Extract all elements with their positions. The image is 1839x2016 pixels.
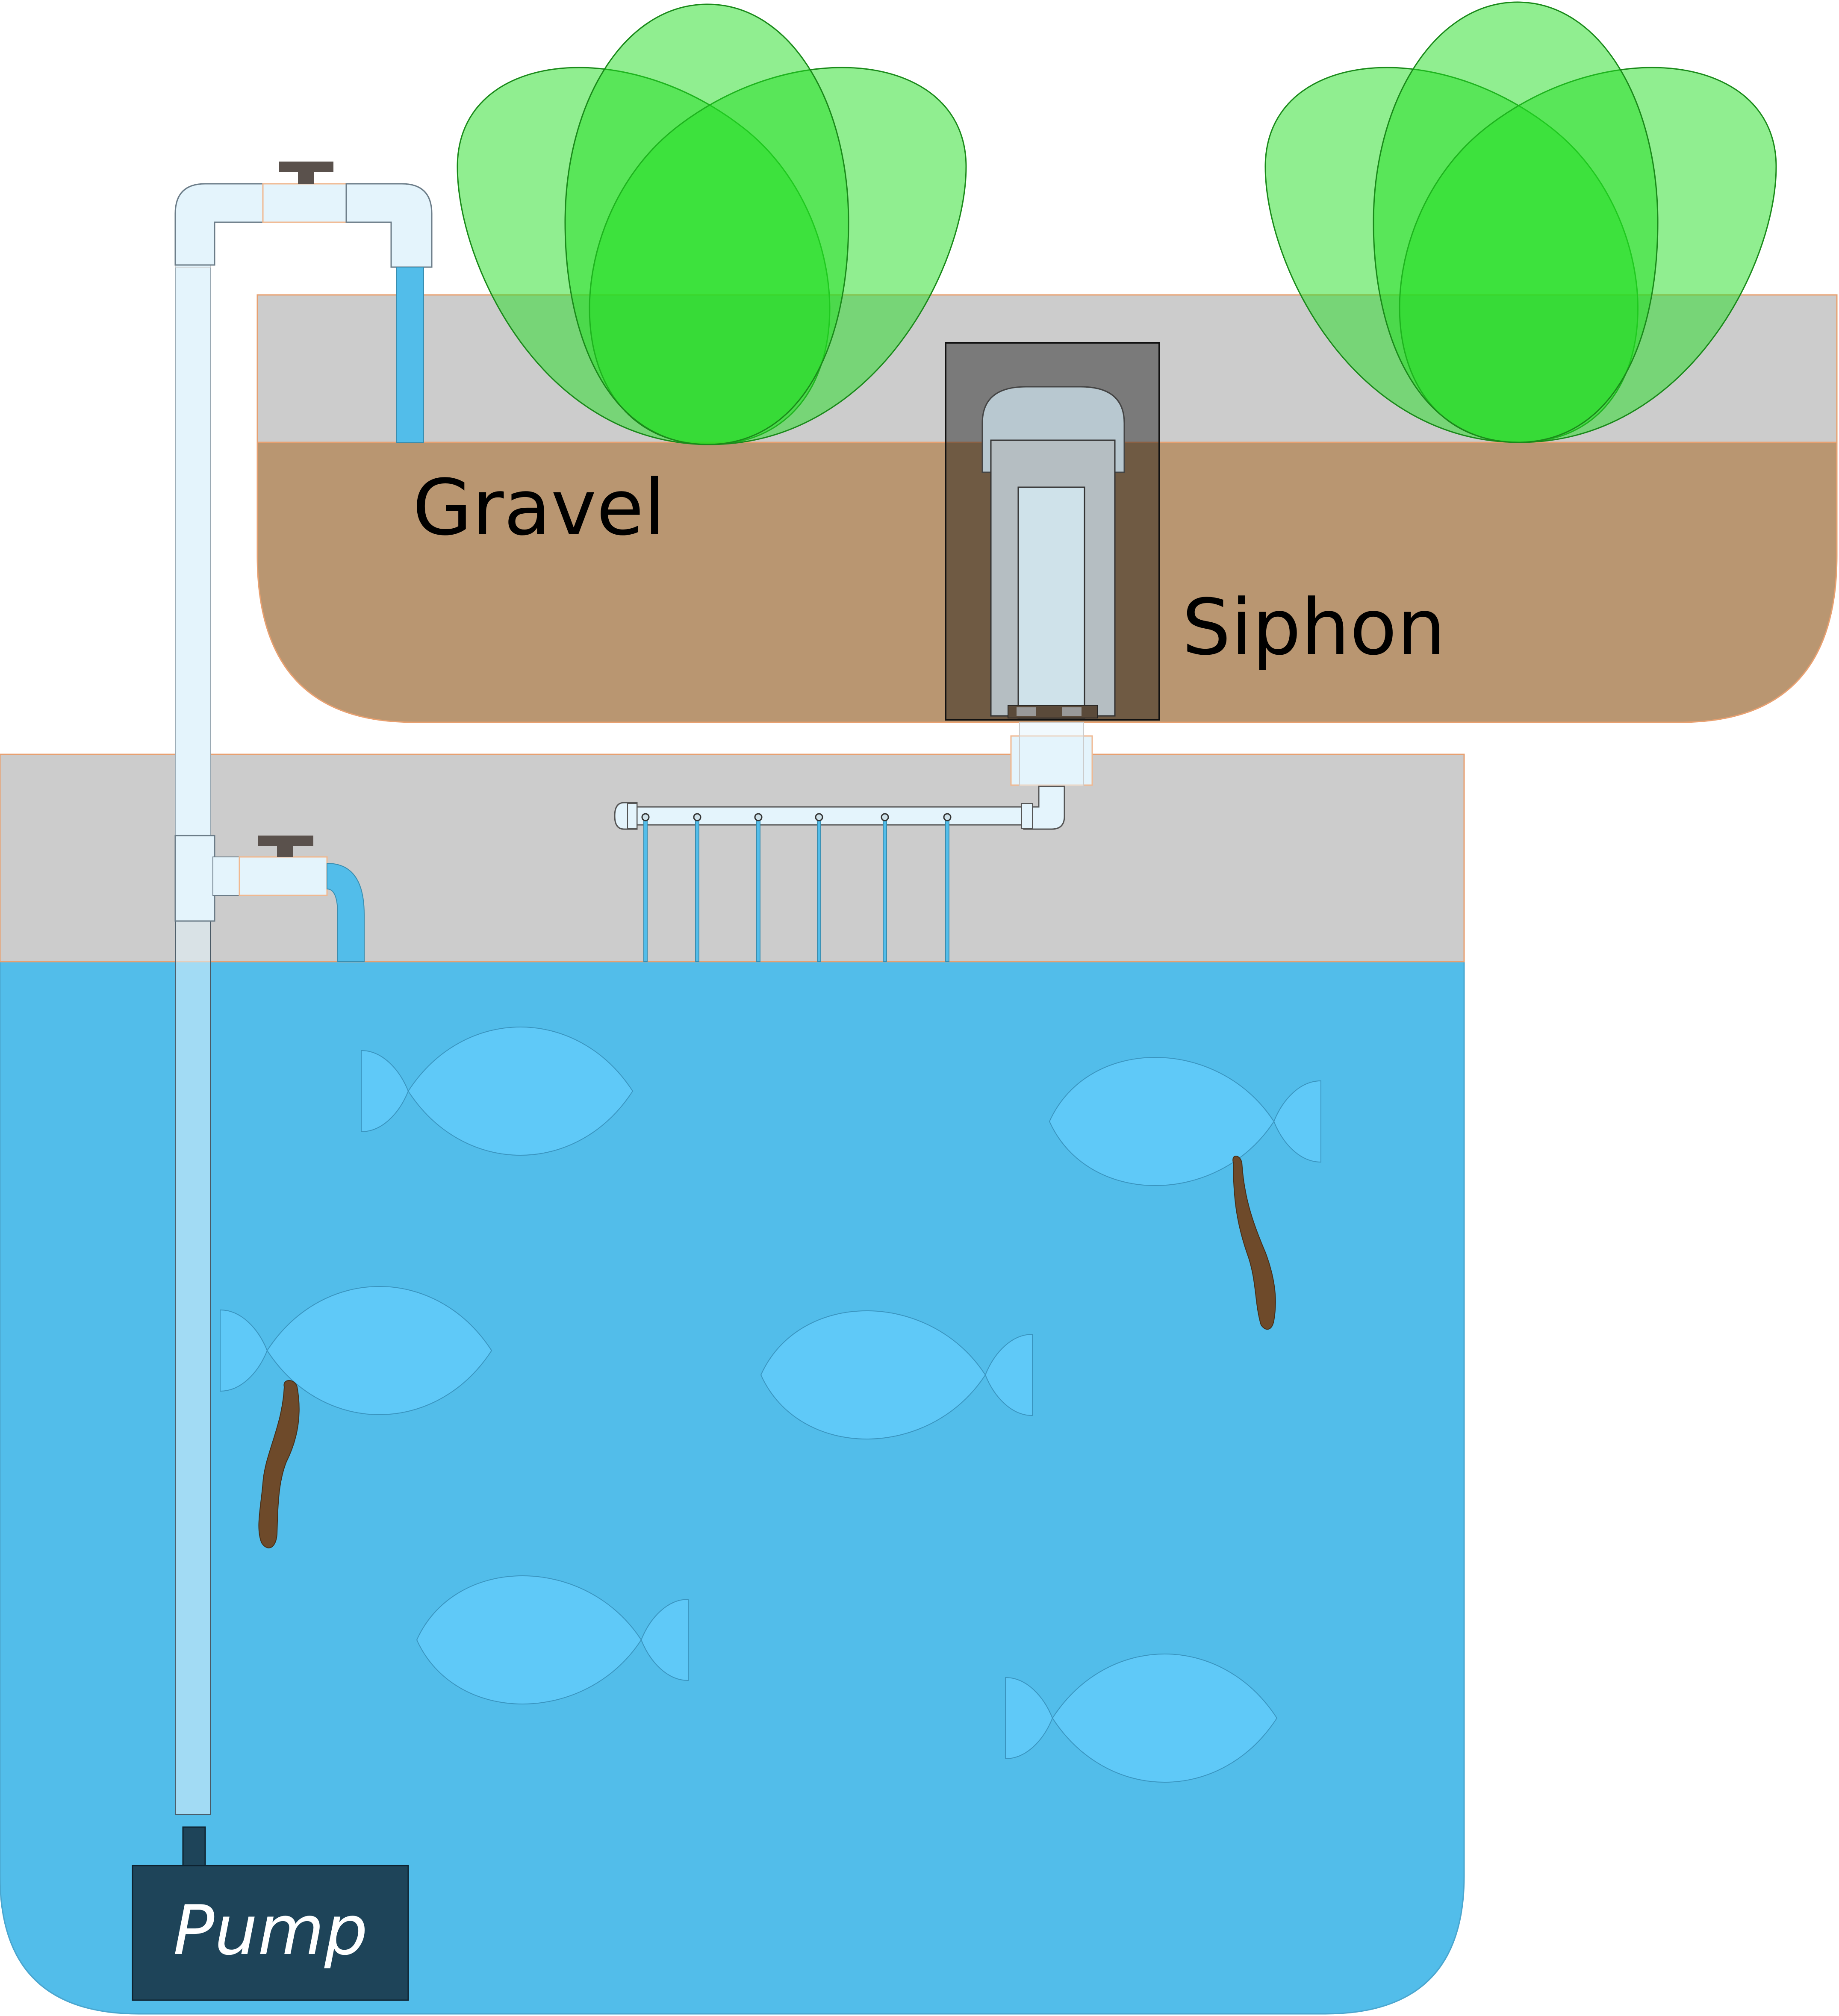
valve-icon	[279, 162, 333, 184]
fish-group	[220, 1027, 1321, 1783]
top-elbow-left	[174, 183, 264, 266]
spray-bar-pipe	[623, 806, 1029, 826]
fish-icon	[760, 1310, 1033, 1439]
plant-icon	[457, 3, 967, 445]
plant-icon	[1264, 1, 1777, 443]
fish-icon	[361, 1027, 634, 1156]
worm-icon	[1232, 1156, 1276, 1330]
siphon-standpipe	[1017, 486, 1085, 719]
fish-icon	[1049, 1057, 1321, 1186]
worm-icon	[258, 1380, 300, 1548]
bell-siphon	[945, 342, 1160, 721]
riser-pipe-lower	[175, 918, 211, 1815]
worm-group	[258, 1156, 1276, 1548]
bypass-tee	[174, 835, 215, 922]
riser-pipe-upper	[175, 230, 211, 838]
spray-bar	[614, 802, 1033, 962]
grow-bed-inlet-water	[396, 267, 424, 443]
fish-tank	[0, 753, 1465, 2015]
pump-line	[174, 162, 433, 1815]
pump: Pump	[132, 1826, 409, 2001]
siphon-label: Siphon	[1182, 583, 1446, 672]
fish-icon	[220, 1286, 492, 1415]
fish-icon	[1005, 1654, 1278, 1783]
bypass-valve-body	[239, 856, 328, 896]
drain-pipe	[1010, 722, 1093, 830]
gravel-label: Gravel	[413, 463, 665, 553]
pump-body	[132, 1865, 409, 2001]
fish-icon	[416, 1575, 689, 1704]
plant-right	[1264, 1, 1777, 443]
pump-label: Pump	[173, 1890, 368, 1970]
plant-left	[457, 3, 967, 445]
bypass-outlet-water	[327, 862, 365, 962]
top-valve-body	[262, 183, 347, 223]
spray-holes	[641, 813, 952, 821]
valve-icon	[258, 836, 313, 857]
top-elbow-right	[345, 183, 433, 268]
